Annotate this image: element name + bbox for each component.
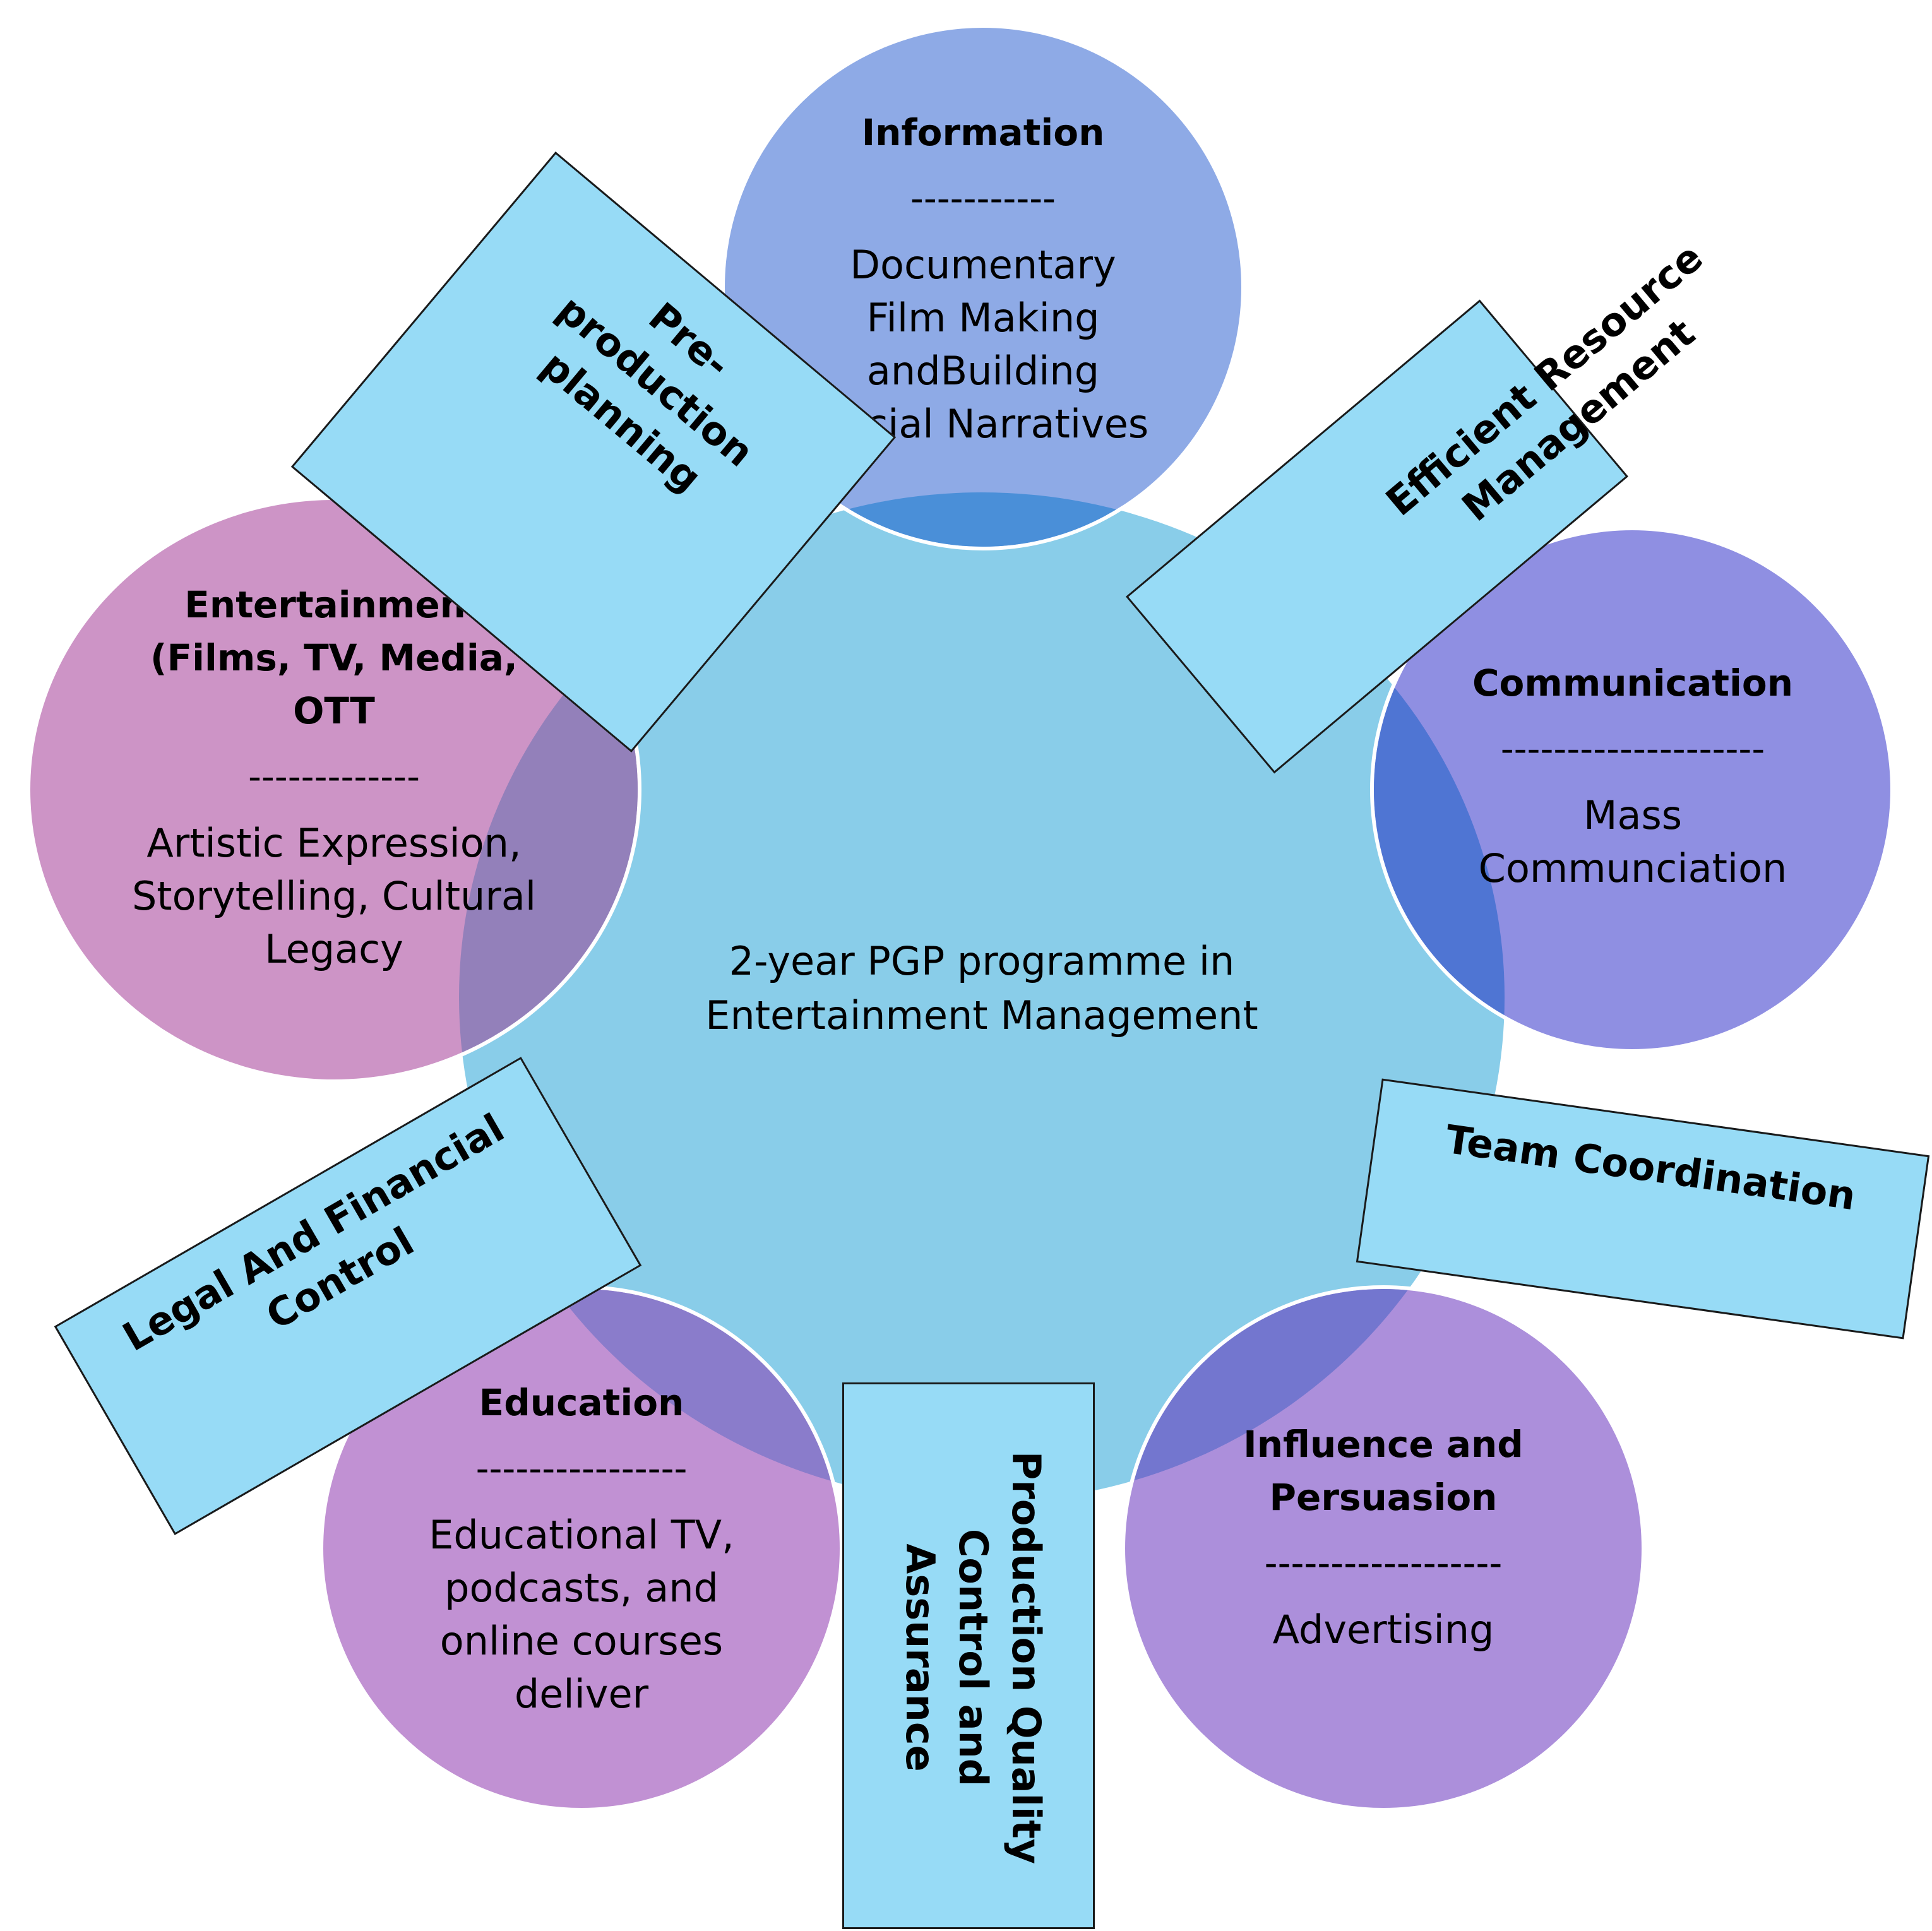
entertainment-desc-3: Legacy xyxy=(265,926,403,972)
influence-title-2: Persuasion xyxy=(1269,1476,1498,1519)
education-desc-4: deliver xyxy=(514,1671,649,1717)
influence-text: Influence and Persuasion ---------------… xyxy=(1184,1418,1582,1656)
box-production-line-1: Production Quality xyxy=(1003,1451,1049,1865)
education-desc-1: Educational TV, xyxy=(429,1512,734,1558)
education-text: Education ---------------- Educational T… xyxy=(383,1376,780,1721)
influence-desc-1: Advertising xyxy=(1272,1607,1494,1653)
box-production: Production Quality Control and Assurance xyxy=(842,1382,1095,1929)
influence-divider: ------------------ xyxy=(1264,1542,1503,1584)
information-title: Information xyxy=(861,111,1105,154)
education-title: Education xyxy=(479,1381,684,1424)
communication-divider: -------------------- xyxy=(1500,727,1765,770)
entertainment-text: Entertainment (Films, TV, Media, OTT ---… xyxy=(95,578,573,976)
entertainment-desc-1: Artistic Expression, xyxy=(146,820,522,866)
information-divider: ----------- xyxy=(910,177,1056,220)
entertainment-desc-2: Storytelling, Cultural xyxy=(131,873,537,919)
communication-desc-2: Communciation xyxy=(1478,845,1787,891)
information-desc-2: Film Making xyxy=(866,295,1100,341)
communication-title: Communication xyxy=(1472,662,1793,704)
communication-text: Communication -------------------- Mass … xyxy=(1431,657,1835,895)
box-team-line-1: Team Coordination xyxy=(1443,1115,1859,1220)
box-production-line-2: Control and xyxy=(950,1528,996,1787)
entertainment-title-2: (Films, TV, Media, xyxy=(150,636,518,679)
education-desc-3: online courses xyxy=(439,1618,724,1664)
center-label-line-1: 2-year PGP programme in xyxy=(729,938,1235,984)
information-text: Information ----------- Documentary Film… xyxy=(783,106,1183,451)
communication-desc-1: Mass xyxy=(1583,792,1683,838)
box-efficient-line-1: Efficient Resource xyxy=(1377,234,1712,525)
box-legal-line-1: Legal And Financial xyxy=(115,1104,512,1360)
box-production-line-3: Assurance xyxy=(897,1543,943,1772)
entertainment-title-3: OTT xyxy=(293,689,375,732)
entertainment-title-1: Entertainment xyxy=(184,583,484,626)
box-team-label: Team Coordination xyxy=(1373,1103,1928,1233)
education-divider: ---------------- xyxy=(475,1447,688,1490)
center-label-line-2: Entertainment Management xyxy=(705,992,1258,1038)
information-desc-1: Documentary xyxy=(850,242,1116,288)
center-label: 2-year PGP programme in Entertainment Ma… xyxy=(631,934,1332,1043)
box-efficient-line-2: Management xyxy=(1453,309,1704,530)
influence-title-1: Influence and xyxy=(1243,1423,1524,1466)
entertainment-divider: ------------- xyxy=(247,755,420,798)
information-desc-3: andBuilding xyxy=(866,348,1100,394)
box-production-label: Production Quality Control and Assurance xyxy=(844,1384,1097,1931)
education-desc-2: podcasts, and xyxy=(444,1565,719,1611)
